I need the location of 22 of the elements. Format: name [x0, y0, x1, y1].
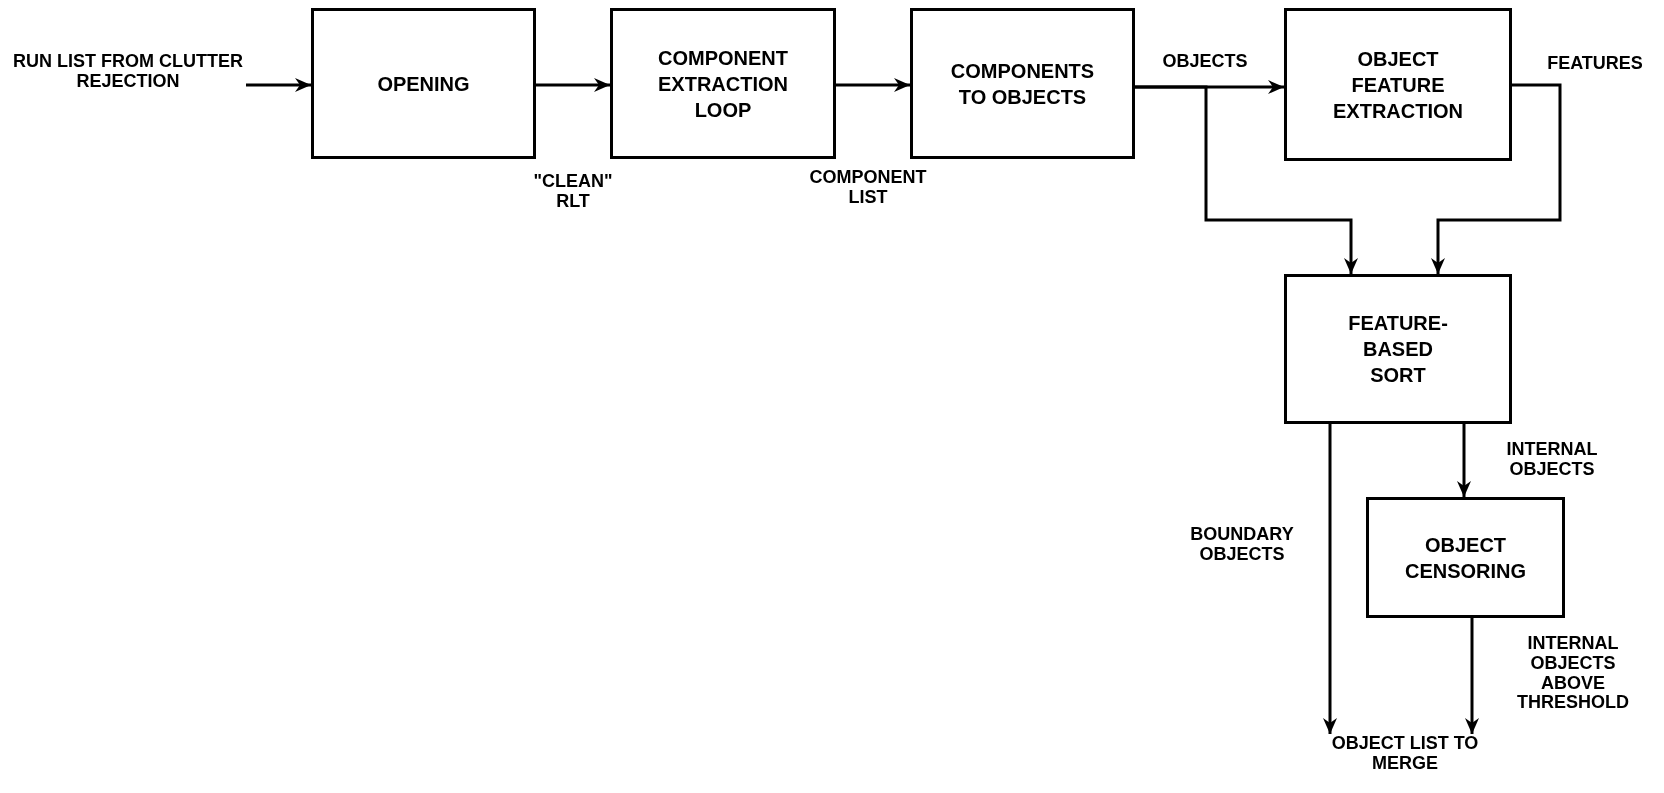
- node-label: RUN LIST FROM CLUTTER REJECTION: [13, 52, 243, 92]
- arrow: [1135, 85, 1358, 274]
- node-label: OBJECT LIST TO MERGE: [1330, 734, 1480, 774]
- arrow: [1323, 424, 1337, 734]
- node-label: OPENING: [377, 71, 470, 97]
- arrow: [1465, 618, 1479, 734]
- node-label: OBJECT CENSORING: [1403, 532, 1528, 584]
- arrow: [536, 78, 610, 92]
- node-label: COMPONENTS TO OBJECTS: [950, 58, 1095, 110]
- arrow: [836, 78, 910, 92]
- node-label: FEATURE-BASED SORT: [1347, 311, 1449, 388]
- process-box: [910, 8, 1135, 159]
- arrow: [1431, 83, 1562, 274]
- node-label: OBJECT FEATURE EXTRACTION: [1332, 46, 1464, 124]
- process-box: [610, 8, 836, 159]
- arrow: [246, 78, 311, 92]
- process-box: [311, 8, 536, 159]
- node-label: COMPONENT EXTRACTION LOOP: [657, 45, 789, 123]
- process-box: [1284, 8, 1512, 161]
- process-box: [1284, 274, 1512, 424]
- arrow: [1457, 424, 1471, 497]
- process-box: [1366, 497, 1565, 618]
